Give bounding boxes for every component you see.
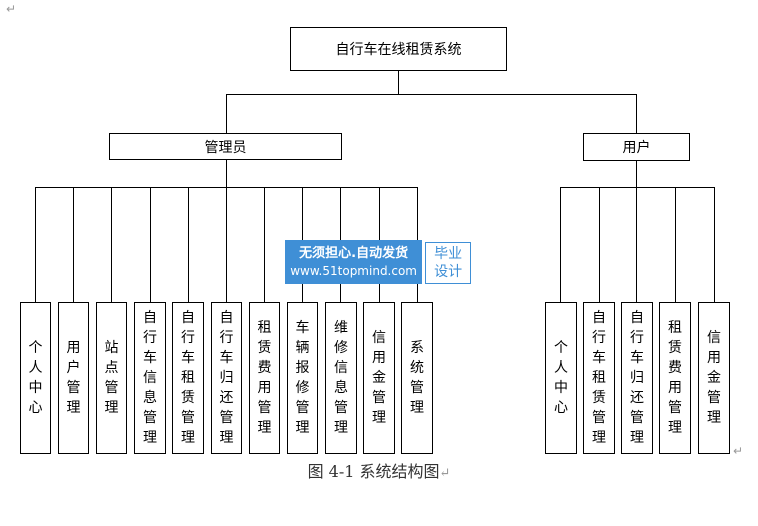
watermark-slogan: 无须担心.自动发货 [299, 246, 409, 261]
admin-module-maintenance-info-management: 维修信息管理 [325, 302, 357, 454]
connector [599, 187, 600, 302]
connector [226, 94, 637, 95]
admin-module-bike-rental-management: 自行车租赁管理 [172, 302, 204, 454]
connector [675, 187, 676, 302]
module-label: 租赁费用管理 [257, 320, 272, 436]
module-label: 系统管理 [410, 340, 424, 416]
connector [226, 187, 227, 302]
connector [150, 187, 151, 302]
connector [560, 187, 714, 188]
admin-module-bike-info-management: 自行车信息管理 [134, 302, 166, 454]
admin-module-bike-return-management: 自行车归还管理 [211, 302, 242, 454]
admin-module-rental-fee-management: 租赁费用管理 [249, 302, 280, 454]
connector [636, 94, 637, 133]
module-label: 自行车租赁管理 [592, 310, 606, 446]
user-module-rental-fee-management: 租赁费用管理 [659, 302, 691, 454]
admin-module-vehicle-repair-report: 车辆报修管理 [287, 302, 318, 454]
connector [264, 187, 265, 302]
admin-module-credit-deposit-management: 信用金管理 [363, 302, 395, 454]
connector [226, 94, 227, 133]
module-label: 租赁费用管理 [668, 320, 682, 436]
user-module-credit-deposit-management: 信用金管理 [698, 302, 730, 454]
module-label: 用户管理 [66, 340, 81, 416]
admin-module-station-management: 站点管理 [96, 302, 127, 454]
admin-node: 管理员 [109, 133, 342, 160]
admin-module-system-management: 系统管理 [401, 302, 433, 454]
module-label: 自行车归还管理 [219, 310, 234, 446]
module-label: 自行车租赁管理 [181, 310, 195, 446]
connector [226, 160, 227, 187]
paragraph-mark-top: ↵ [6, 2, 17, 16]
user-node-label: 用户 [622, 140, 651, 156]
admin-node-label: 管理员 [204, 139, 247, 156]
watermark-banner: 无须担心.自动发货 www.51topmind.com [285, 240, 423, 284]
figure-caption-text: 图 4-1 系统结构图 [307, 462, 440, 481]
module-label: 站点管理 [104, 340, 119, 416]
watermark-badge-line1: 毕业 [434, 246, 463, 262]
admin-module-user-management: 用户管理 [58, 302, 89, 454]
caption-paragraph-mark: ↵ [439, 466, 451, 481]
user-node: 用户 [583, 133, 690, 161]
connector [35, 187, 36, 302]
module-label: 个人中心 [28, 340, 43, 416]
watermark-badge: 毕业 设计 [425, 242, 471, 284]
figure-caption: 图 4-1 系统结构图↵ [0, 458, 758, 482]
user-module-personal-center: 个人中心 [545, 302, 577, 454]
connector [714, 187, 715, 302]
module-label: 车辆报修管理 [295, 320, 310, 436]
connector [188, 187, 189, 302]
module-label: 信用金管理 [707, 330, 721, 426]
root-node: 自行车在线租赁系统 [290, 27, 507, 71]
module-label: 个人中心 [554, 340, 568, 416]
connector [636, 161, 637, 187]
user-module-bike-return-management: 自行车归还管理 [621, 302, 653, 454]
root-node-label: 自行车在线租赁系统 [335, 42, 462, 58]
module-label: 自行车归还管理 [630, 310, 644, 446]
module-label: 信用金管理 [372, 330, 386, 426]
watermark: 无须担心.自动发货 www.51topmind.com 毕业 设计 [285, 240, 471, 284]
connector [560, 187, 561, 302]
connector [398, 71, 399, 94]
module-label: 自行车信息管理 [143, 310, 157, 446]
connector [636, 187, 637, 302]
connector [73, 187, 74, 302]
paragraph-mark-right: ↵ [733, 444, 744, 458]
module-label: 维修信息管理 [334, 320, 348, 436]
user-module-bike-rental-management: 自行车租赁管理 [583, 302, 615, 454]
watermark-url: www.51topmind.com [290, 264, 417, 278]
admin-module-personal-center: 个人中心 [20, 302, 51, 454]
connector [111, 187, 112, 302]
watermark-badge-line2: 设计 [434, 264, 463, 280]
